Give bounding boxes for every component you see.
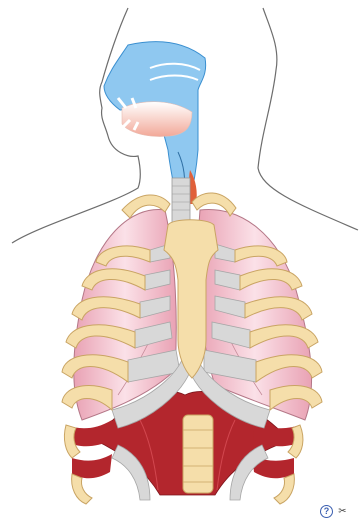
spine bbox=[183, 415, 213, 493]
airway bbox=[104, 42, 206, 210]
help-icon[interactable]: ? bbox=[320, 505, 333, 518]
trachea bbox=[172, 178, 190, 223]
tool-icon[interactable]: ✂ bbox=[336, 505, 349, 518]
